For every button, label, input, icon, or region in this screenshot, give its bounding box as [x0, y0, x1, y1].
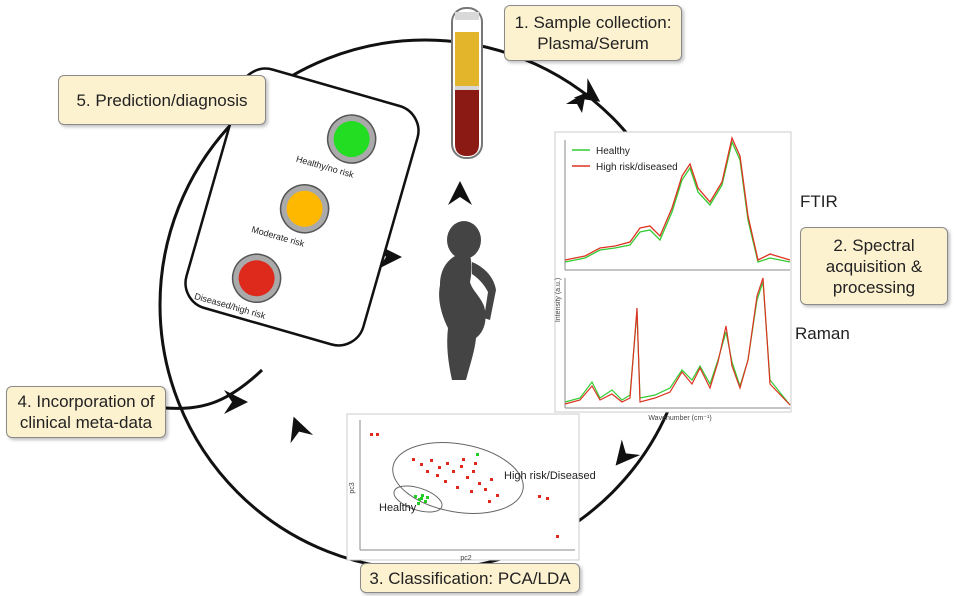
pca-panel: High risk/Diseased Healthy pc2 pc3 [346, 413, 596, 562]
pca-high-risk-label: High risk/Diseased [504, 470, 596, 482]
step-2-box: 2. Spectral acquisition & processing [800, 227, 948, 305]
high-risk-ellipse [392, 442, 524, 514]
spectra-panel: Healthy High risk/diseased Intensity (a.… [554, 131, 792, 422]
green-light [333, 121, 370, 158]
pregnant-woman-icon [439, 221, 496, 380]
raman-label: Raman [795, 324, 850, 343]
step-1-box: 1. Sample collection: Plasma/Serum [504, 5, 682, 61]
pca-y-axis-label: pc3 [349, 482, 356, 493]
center-arrow-up-icon [448, 181, 472, 205]
step-4-line2: clinical meta-data [19, 413, 153, 432]
high-risk-points [370, 433, 559, 538]
cycle-arrow-right-icon [573, 78, 601, 102]
red-light [238, 260, 275, 297]
metadata-arrow-icon [224, 390, 248, 414]
pca-healthy-label: Healthy [379, 502, 417, 514]
traffic-light: Healthy/no risk Moderate risk Diseased/h… [184, 67, 420, 347]
raman-diseased-series [564, 277, 791, 406]
legend-healthy: Healthy [596, 146, 630, 157]
step-2-line2: acquisition & [825, 256, 923, 276]
legend-diseased: High risk/diseased [596, 162, 678, 173]
healthy-ellipse [393, 485, 443, 513]
step-1-line1: 1. Sample collection: [514, 13, 672, 32]
ftir-diseased-series [564, 135, 791, 261]
metadata-connector [164, 368, 264, 410]
step-4-box: 4. Incorporation of clinical meta-data [6, 386, 166, 438]
step-5-box: 5. Prediction/diagnosis [58, 75, 266, 125]
step-5-line1: 5. Prediction/diagnosis [76, 90, 248, 110]
spectra-y-axis-label: Intensity (a.u.) [555, 278, 562, 322]
step-2-line1: 2. Spectral [833, 235, 915, 255]
step-3-line1: 3. Classification: PCA/LDA [369, 568, 571, 588]
cycle-arrow-lower-left-icon [290, 416, 314, 444]
cycle-arrow-lower-right-icon [615, 439, 641, 466]
step-3-box: 3. Classification: PCA/LDA [360, 563, 580, 593]
blood-tube-icon [451, 7, 483, 159]
ftir-label: FTIR [800, 192, 838, 211]
amber-light [286, 190, 323, 227]
pca-x-axis-label: pc2 [460, 555, 471, 562]
step-1-line2: Plasma/Serum [537, 34, 649, 53]
spectra-x-axis-label: Wavenumber (cm⁻¹) [648, 415, 711, 422]
step-2-line3: processing [832, 277, 916, 297]
healthy-points [414, 453, 479, 505]
step-4-line1: 4. Incorporation of [17, 392, 155, 411]
